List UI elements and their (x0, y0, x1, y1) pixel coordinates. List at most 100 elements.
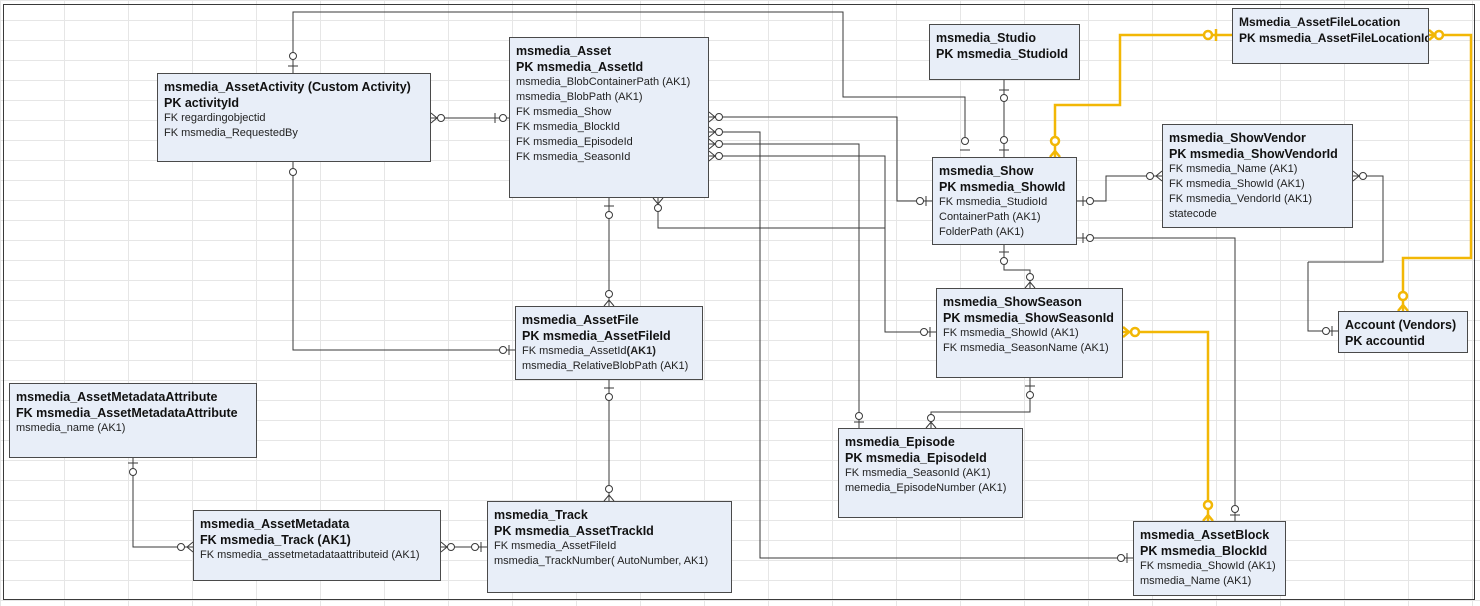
entity-key: FK msmedia_Track (AK1) (200, 533, 351, 547)
entity-field: msmedia_BlobContainerPath (AK1) (516, 76, 691, 88)
cardinality-circle (1026, 273, 1034, 281)
crow-foot (1428, 29, 1437, 41)
entity-asset-file-location[interactable]: Msmedia_AssetFileLocation PK msmedia_Ass… (1232, 8, 1429, 64)
entity-title: msmedia_Episode (845, 435, 955, 449)
crow-foot (1122, 326, 1131, 338)
entity-title: msmedia_AssetMetadata (200, 517, 350, 531)
cardinality-circle (855, 412, 863, 420)
crow-foot (603, 299, 615, 307)
entity-field: FK msmedia_Name (AK1) (1169, 163, 1298, 175)
cardinality-circle (1146, 172, 1154, 180)
entity-key: PK msmedia_EpisodeId (845, 451, 987, 465)
relationship-line (132, 458, 193, 548)
relationship-line (1003, 245, 1031, 288)
cardinality-circle (289, 52, 297, 60)
cardinality-circle (289, 168, 297, 176)
relationship-line (1308, 176, 1384, 263)
entity-field: FK msmedia_BlockId (516, 121, 620, 133)
entity-field: msmedia_RelativeBlobPath (AK1) (522, 360, 689, 372)
entity-asset-file[interactable]: msmedia_AssetFile PK msmedia_AssetFileId… (515, 306, 703, 380)
cardinality-circle (654, 204, 662, 212)
cardinality-circle (916, 197, 924, 205)
relationship-line (709, 131, 1133, 559)
entity-asset[interactable]: msmedia_Asset PK msmedia_AssetId msmedia… (509, 37, 709, 198)
crow-foot (603, 494, 615, 502)
cardinality-circle (1117, 554, 1125, 562)
entity-show-vendor[interactable]: msmedia_ShowVendor PK msmedia_ShowVendor… (1162, 124, 1353, 228)
entity-show[interactable]: msmedia_Show PK msmedia_ShowId FK msmedi… (932, 157, 1077, 245)
entity-asset-block[interactable]: msmedia_AssetBlock PK msmedia_BlockId FK… (1133, 521, 1286, 596)
cardinality-circle (605, 211, 613, 219)
entity-key: PK msmedia_AssetId (516, 60, 644, 74)
entity-key: PK msmedia_AssetFileLocationId (1239, 31, 1429, 45)
relationship-line (709, 143, 860, 428)
entity-episode[interactable]: msmedia_Episode PK msmedia_EpisodeId FK … (838, 428, 1023, 518)
relationship-line (709, 116, 932, 202)
crow-foot (186, 541, 194, 553)
entity-field: FK msmedia_VendorId (AK1) (1169, 193, 1313, 205)
entity-key: PK msmedia_ShowVendorId (1169, 147, 1338, 161)
entity-field: msmedia_TrackNumber( AutoNumber, AK1) (494, 555, 709, 567)
cardinality-circle (1129, 326, 1141, 338)
entity-asset-activity[interactable]: msmedia_AssetActivity (Custom Activity) … (157, 73, 431, 162)
cardinality-circle (1000, 257, 1008, 265)
entity-field: ContainerPath (AK1) (939, 211, 1041, 223)
relationship-line (292, 11, 966, 140)
relationship-line (657, 198, 885, 229)
diagram-frame (3, 4, 1475, 600)
cardinality-circle (447, 543, 455, 551)
entity-field: msmedia_Name (AK1) (1140, 575, 1252, 587)
entity-metadata-attribute[interactable]: msmedia_AssetMetadataAttribute FK msmedi… (9, 383, 257, 458)
entity-title: msmedia_AssetBlock (1140, 528, 1270, 542)
cardinality-circle (1202, 499, 1214, 511)
cardinality-circle (1397, 290, 1409, 302)
entity-field-asset-id: FK msmedia_AssetId(AK1) (522, 344, 696, 359)
cardinality-circle (1086, 197, 1094, 205)
entity-field: msmedia_name (AK1) (16, 422, 126, 434)
entity-studio[interactable]: msmedia_Studio PK msmedia_StudioId (929, 24, 1080, 80)
entity-key: PK msmedia_ShowSeasonId (943, 311, 1114, 325)
entity-key: PK msmedia_BlockId (1140, 544, 1268, 558)
field-bold-suffix: (AK1) (626, 345, 656, 357)
entity-asset-metadata[interactable]: msmedia_AssetMetadata FK msmedia_Track (… (193, 510, 441, 581)
entity-key: PK accountid (1345, 334, 1425, 348)
cardinality-circle (1000, 136, 1008, 144)
relationship-line (1307, 262, 1338, 332)
entity-field: FK msmedia_ShowId (AK1) (1169, 178, 1305, 190)
entity-track[interactable]: msmedia_Track PK msmedia_AssetTrackId FK… (487, 501, 732, 593)
crow-foot (1397, 303, 1409, 312)
entity-field: FK msmedia_ShowId (AK1) (943, 327, 1079, 339)
cardinality-circle (1202, 29, 1214, 41)
crow-foot (1024, 281, 1036, 289)
entity-title: msmedia_ShowVendor (1169, 131, 1306, 145)
cardinality-circle (1049, 135, 1061, 147)
entity-title: msmedia_AssetMetadataAttribute (16, 390, 218, 404)
entity-field: memedia_EpisodeNumber (AK1) (845, 482, 1007, 494)
entity-show-season[interactable]: msmedia_ShowSeason PK msmedia_ShowSeason… (936, 288, 1123, 378)
crow-foot (925, 421, 937, 429)
entity-key: PK msmedia_AssetTrackId (494, 524, 654, 538)
field-text: FK msmedia_AssetId (522, 345, 627, 357)
entity-field: FolderPath (AK1) (939, 226, 1024, 238)
cardinality-circle (499, 346, 507, 354)
cardinality-circle (1026, 391, 1034, 399)
entity-field: statecode (1169, 208, 1217, 220)
cardinality-circle (927, 414, 935, 422)
entity-field: FK msmedia_SeasonId (516, 151, 631, 163)
entity-key: PK msmedia_ShowId (939, 180, 1066, 194)
cardinality-circle (715, 152, 723, 160)
cardinality-circle (605, 393, 613, 401)
crow-foot (1049, 149, 1061, 158)
cardinality-circle (1359, 172, 1367, 180)
cardinality-circle (1000, 94, 1008, 102)
cardinality-circle (129, 468, 137, 476)
highlight-line (1123, 330, 1210, 521)
entity-title: msmedia_ShowSeason (943, 295, 1082, 309)
entity-account[interactable]: Account (Vendors) PK accountid (1338, 311, 1468, 353)
entity-title: Account (Vendors) (1345, 318, 1457, 332)
entity-field: FK msmedia_StudioId (939, 196, 1048, 208)
entity-field: FK msmedia_EpisodeId (516, 136, 633, 148)
cardinality-circle (605, 290, 613, 298)
cardinality-circle (605, 485, 613, 493)
entity-title: msmedia_Track (494, 508, 588, 522)
